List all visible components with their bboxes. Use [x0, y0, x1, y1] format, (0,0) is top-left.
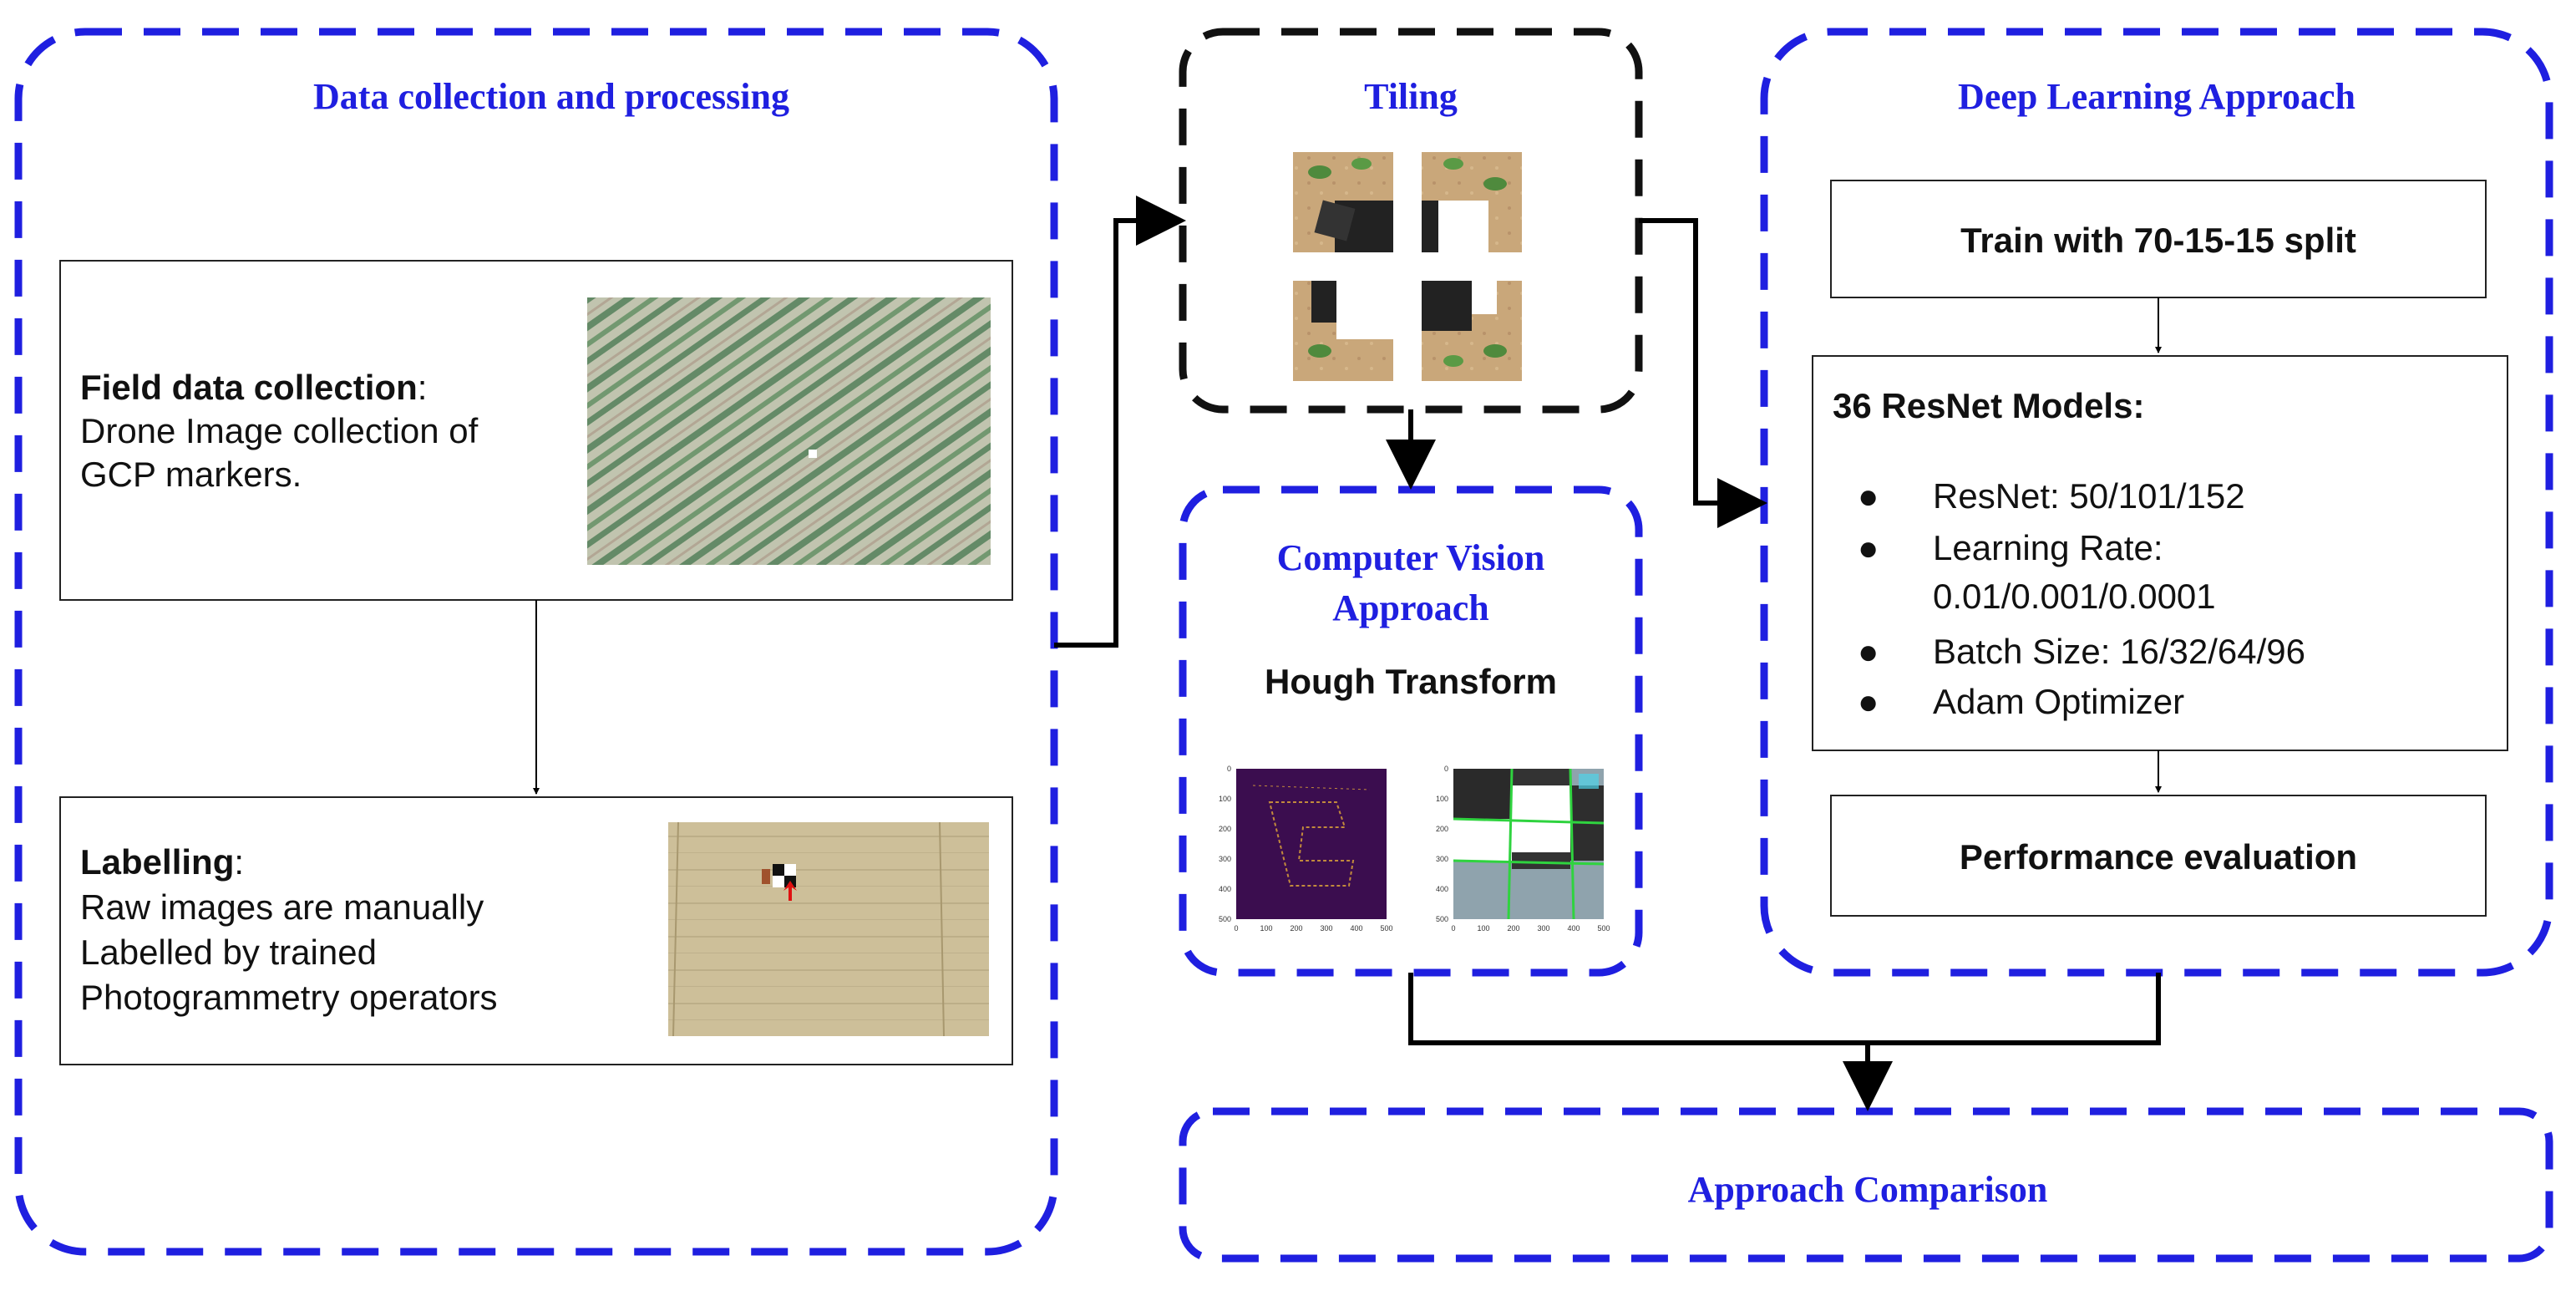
labelling-box-line1: Raw images are manually — [80, 887, 484, 927]
svg-text:Labelling:: Labelling: — [80, 842, 244, 882]
field-data-box: Field data collection: Drone Image colle… — [59, 260, 1013, 601]
left-x-tick-1: 100 — [1260, 924, 1272, 933]
tiling-group: Tiling — [1179, 28, 1643, 414]
left-x-tick-4: 400 — [1350, 924, 1362, 933]
resnet-models-box: 36 ResNet Models: ● ResNet: 50/101/152 ●… — [1812, 355, 2508, 751]
right-x-tick-5: 500 — [1597, 924, 1610, 933]
right-y-tick-3: 300 — [1436, 855, 1448, 863]
performance-eval-label: Performance evaluation — [1960, 837, 2357, 877]
right-x-tick-0: 0 — [1451, 924, 1455, 933]
bullet-3-text: Batch Size: 16/32/64/96 — [1933, 632, 2305, 671]
approach-comparison-title: Approach Comparison — [1688, 1169, 2048, 1210]
left-x-tick-3: 300 — [1320, 924, 1332, 933]
labelling-box-line3: Photogrammetry operators — [80, 978, 498, 1017]
labelling-box-heading-suffix: : — [234, 842, 244, 882]
performance-eval-box: Performance evaluation — [1830, 795, 2487, 917]
hough-accumulator-plot: 0 100 200 300 400 500 0 100 200 300 400 … — [1219, 765, 1393, 933]
right-x-tick-2: 200 — [1507, 924, 1519, 933]
right-x-tick-3: 300 — [1537, 924, 1549, 933]
deep-learning-group: Deep Learning Approach Train with 70-15-… — [1760, 28, 2553, 977]
computer-vision-title-line1: Computer Vision — [1277, 537, 1545, 578]
train-split-box: Train with 70-15-15 split — [1830, 180, 2487, 298]
hough-lines-plot: 0 100 200 300 400 500 0 100 200 300 400 … — [1436, 765, 1610, 933]
svg-text:Field data collection:: Field data collection: — [80, 368, 427, 407]
left-y-tick-0: 0 — [1227, 765, 1231, 773]
tiling-to-deep-learning-arrow — [1639, 218, 1767, 528]
bullet-1-marker: ● — [1858, 476, 1879, 516]
approach-comparison-group: Approach Comparison — [1179, 1107, 2553, 1263]
left-x-tick-5: 500 — [1380, 924, 1392, 933]
tiling-title: Tiling — [1364, 76, 1458, 117]
right-y-tick-0: 0 — [1444, 765, 1448, 773]
resnet-models-heading: 36 ResNet Models: — [1833, 386, 2144, 425]
computer-vision-group: Computer Vision Approach Hough Transform… — [1179, 485, 1643, 977]
labelling-box: Labelling: Raw images are manually Label… — [59, 796, 1013, 1065]
computer-vision-border — [1179, 485, 1643, 977]
data-collection-border — [14, 28, 1058, 1256]
right-y-tick-1: 100 — [1436, 795, 1448, 803]
left-y-tick-5: 500 — [1219, 915, 1231, 923]
red-marker-arrow-icon — [783, 881, 797, 901]
bullet-3-marker: ● — [1858, 632, 1879, 671]
right-y-tick-2: 200 — [1436, 825, 1448, 833]
field-box-line2: GCP markers. — [80, 455, 302, 494]
left-y-tick-2: 200 — [1219, 825, 1231, 833]
bullet-1-text: ResNet: 50/101/152 — [1933, 476, 2245, 516]
data-to-tiling-arrow — [1054, 196, 1186, 648]
bullet-2-text: Learning Rate: — [1933, 528, 2163, 567]
right-y-tick-5: 500 — [1436, 915, 1448, 923]
right-x-tick-4: 400 — [1567, 924, 1580, 933]
right-y-tick-4: 400 — [1436, 885, 1448, 893]
data-collection-title: Data collection and processing — [313, 76, 789, 117]
right-x-tick-1: 100 — [1477, 924, 1489, 933]
left-x-tick-2: 200 — [1290, 924, 1302, 933]
field-box-heading-suffix: : — [418, 368, 428, 407]
field-box-heading: Field data collection — [80, 368, 418, 407]
left-x-tick-0: 0 — [1234, 924, 1238, 933]
deep-learning-to-merge-line — [1868, 973, 2161, 1045]
approach-comparison-border — [1179, 1107, 2553, 1263]
computer-vision-to-merge-line — [1408, 973, 1868, 1045]
hough-transform-subtitle: Hough Transform — [1265, 662, 1557, 701]
computer-vision-title-line2: Approach — [1332, 587, 1488, 628]
left-y-tick-3: 300 — [1219, 855, 1231, 863]
labelled-wheat-image — [668, 821, 989, 1037]
left-y-tick-4: 400 — [1219, 885, 1231, 893]
train-split-label: Train with 70-15-15 split — [1960, 221, 2356, 260]
deep-learning-title: Deep Learning Approach — [1958, 76, 2355, 117]
bullet-2-marker: ● — [1858, 528, 1879, 567]
left-y-tick-1: 100 — [1219, 795, 1231, 803]
labelling-box-line2: Labelled by trained — [80, 933, 377, 972]
data-collection-group: Data collection and processing Field dat… — [14, 28, 1058, 1256]
bullet-4-marker: ● — [1858, 682, 1879, 721]
labelling-box-heading: Labelling — [80, 842, 234, 882]
drone-field-image — [587, 297, 991, 565]
field-box-line1: Drone Image collection of — [80, 411, 479, 450]
bullet-4-text: Adam Optimizer — [1933, 682, 2184, 721]
tile-images — [1293, 152, 1522, 381]
bullet-2-text-line2: 0.01/0.001/0.0001 — [1933, 577, 2216, 616]
